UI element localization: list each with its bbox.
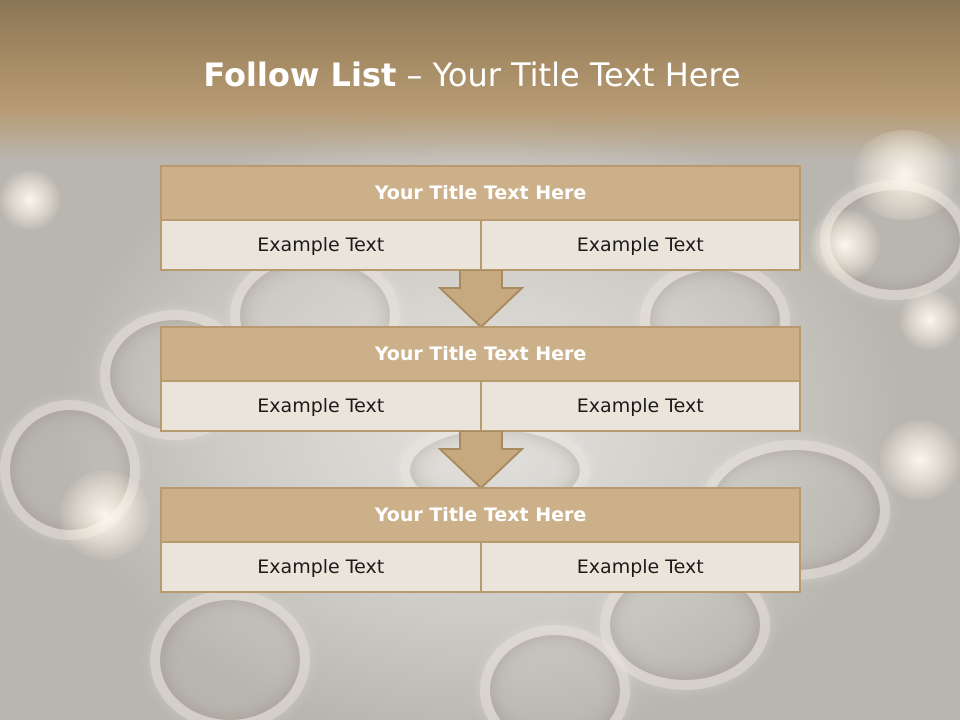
slide-title-rest: – Your Title Text Here: [396, 56, 741, 94]
bokeh-light-decor: [900, 290, 960, 350]
list-block-cell-right: Example Text: [481, 221, 801, 271]
slide-title-bold: Follow List: [203, 56, 397, 94]
list-block-title: Your Title Text Here: [160, 487, 801, 543]
list-block-3: Your Title Text Here Example Text Exampl…: [160, 487, 801, 593]
list-block-cell-right: Example Text: [481, 382, 801, 432]
list-block-title: Your Title Text Here: [160, 326, 801, 382]
list-block-row: Example Text Example Text: [160, 221, 801, 271]
typewriter-key-decor: [480, 625, 630, 720]
list-block-cell-right: Example Text: [481, 543, 801, 593]
down-arrow-icon: [438, 431, 524, 489]
bokeh-light-decor: [60, 470, 150, 560]
list-block-1: Your Title Text Here Example Text Exampl…: [160, 165, 801, 271]
list-block-row: Example Text Example Text: [160, 382, 801, 432]
bokeh-light-decor: [0, 170, 60, 230]
slide-title: Follow List – Your Title Text Here: [0, 52, 944, 98]
bokeh-light-decor: [850, 130, 960, 220]
list-block-2: Your Title Text Here Example Text Exampl…: [160, 326, 801, 432]
down-arrow-icon: [438, 270, 524, 328]
list-block-cell-left: Example Text: [160, 382, 482, 432]
bokeh-light-decor: [880, 420, 960, 500]
list-block-cell-left: Example Text: [160, 543, 482, 593]
bokeh-light-decor: [810, 210, 880, 280]
header-band: [0, 0, 960, 160]
list-block-row: Example Text Example Text: [160, 543, 801, 593]
list-block-title: Your Title Text Here: [160, 165, 801, 221]
typewriter-key-decor: [150, 590, 310, 720]
list-block-cell-left: Example Text: [160, 221, 482, 271]
